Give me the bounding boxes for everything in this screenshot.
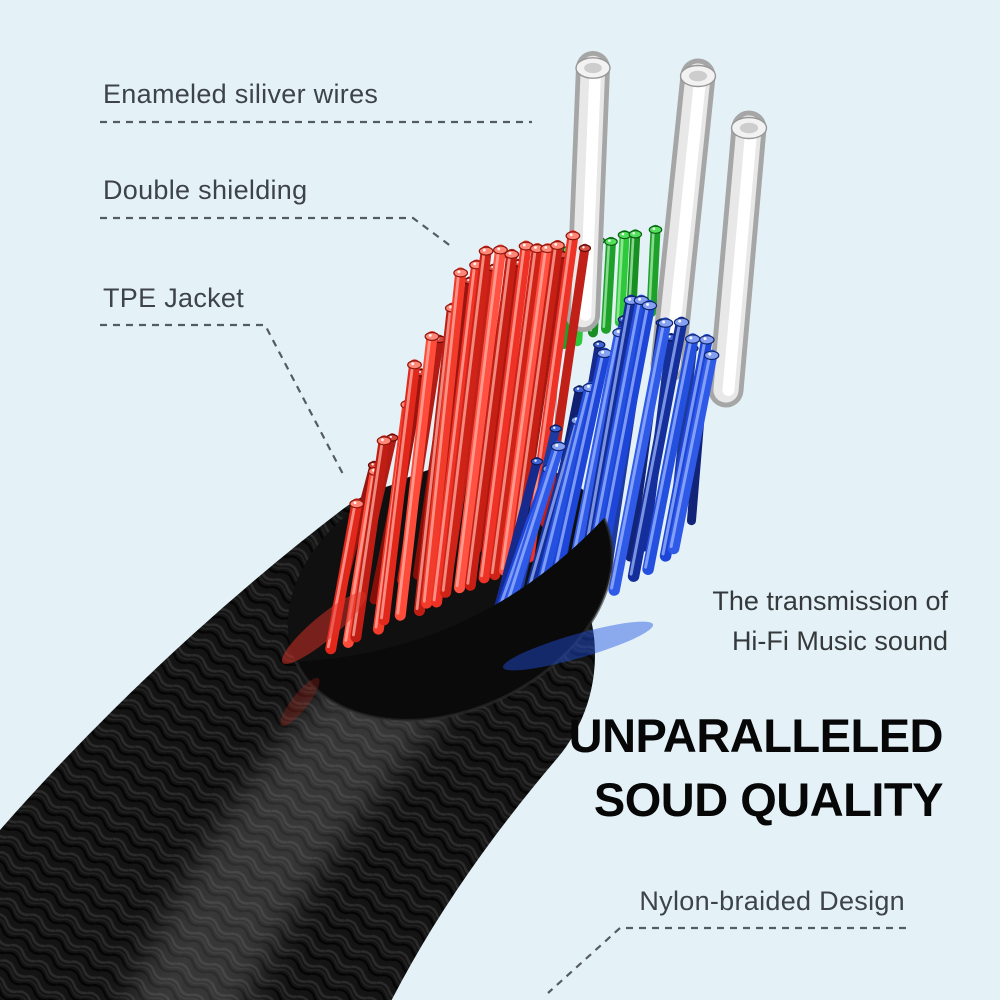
jacket-rim-edge (294, 517, 614, 722)
leader-tpe-jacket (100, 323, 346, 479)
jacket-rim-front (295, 518, 613, 721)
leader-nylon-braided (547, 926, 906, 994)
leader-double-shielding (100, 216, 453, 248)
rim-reflections (280, 592, 654, 727)
red-wires-front-left (325, 267, 469, 655)
wire-bundles (325, 51, 768, 689)
callout-enameled-wires: Enameled siliver wires (103, 79, 379, 109)
red-reflection (281, 592, 367, 664)
marketing-line-1: The transmission of (712, 586, 948, 616)
headline-line-2: SOUD QUALITY (593, 773, 944, 826)
headline-line-1: UNPARALLELED (568, 709, 944, 762)
callout-double-shielding: Double shielding (103, 175, 308, 205)
marketing-line-2: Hi-Fi Music sound (731, 626, 948, 656)
tpe-jacket-rim (294, 517, 614, 722)
blue-reflection (502, 621, 654, 671)
red-reflection-low (280, 677, 320, 727)
callout-nylon-braided: Nylon-braided Design (639, 886, 905, 916)
leader-lines (100, 120, 906, 994)
callout-tpe-jacket: TPE Jacket (103, 283, 245, 313)
